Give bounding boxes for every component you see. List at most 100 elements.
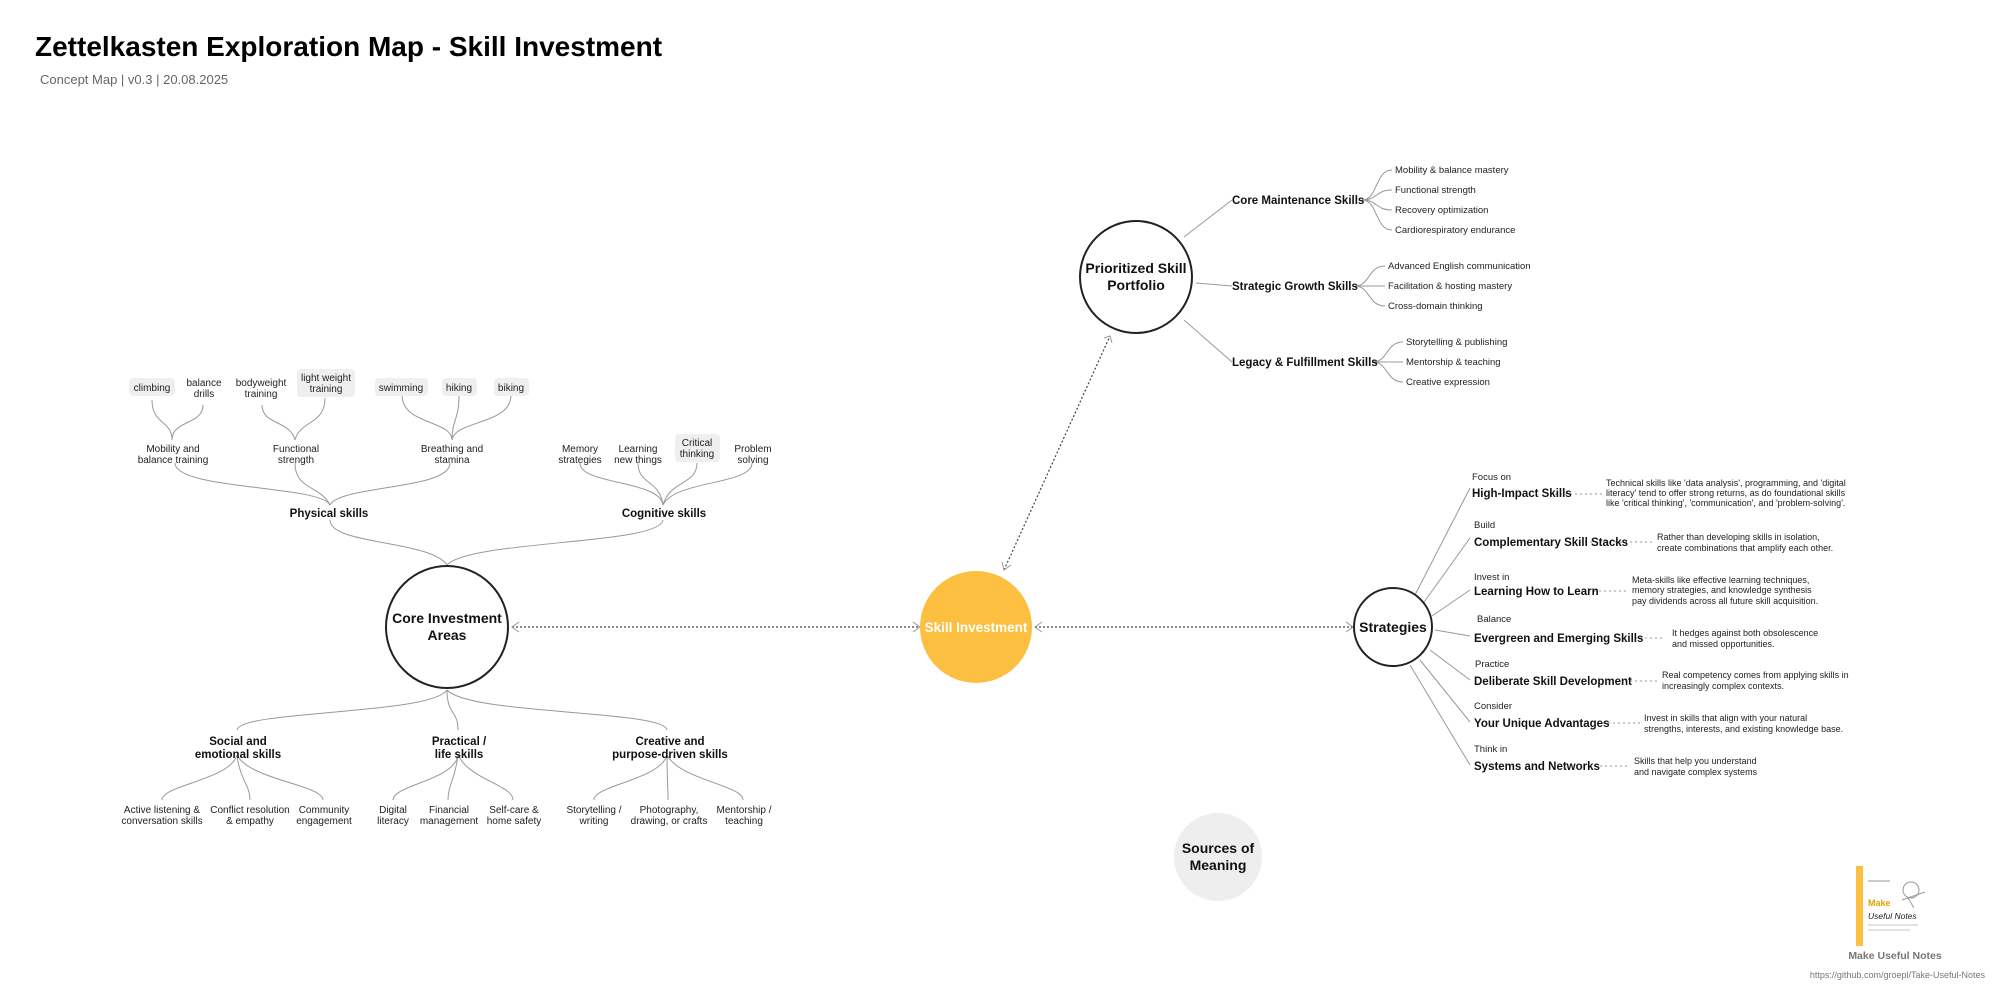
leaf-light-weight-2: training <box>310 384 343 395</box>
logo-sketch-icon <box>1901 891 1926 909</box>
leaf-biking-box <box>494 378 529 396</box>
legacy-fulfillment-label: Legacy & Fulfillment Skills <box>1232 357 1378 369</box>
logo-accent-bar <box>1856 866 1863 946</box>
skill-investment-node[interactable] <box>920 571 1032 683</box>
leaf-balance-drills-1: balance <box>186 378 221 389</box>
strategy-prefix: Build <box>1474 520 1495 531</box>
strategy-prefix: Consider <box>1474 701 1512 712</box>
strategy-desc: literacy' tend to offer strong returns, … <box>1606 488 1846 498</box>
leaf-memory-1: Memory <box>562 444 598 455</box>
logo-card <box>1864 866 1934 946</box>
strategy-title: Learning How to Learn <box>1474 586 1599 598</box>
leaf-balance-drills-2: drills <box>194 389 215 400</box>
leaf-digital-1: Digital <box>379 805 407 816</box>
portfolio-leaf: Recovery optimization <box>1395 205 1488 216</box>
strategy-desc: Technical skills like 'data analysis', p… <box>1606 478 1846 488</box>
leaf-swimming: swimming <box>379 383 423 394</box>
strategy-desc: Meta-skills like effective learning tech… <box>1632 575 1809 585</box>
portfolio-leaf: Storytelling & publishing <box>1406 337 1507 348</box>
leaf-active-listening-2: conversation skills <box>121 816 202 827</box>
strategy-title: Your Unique Advantages <box>1474 718 1609 730</box>
core-investment-node[interactable] <box>385 565 509 689</box>
leaf-photography-1: Photography, <box>640 805 699 816</box>
strategic-growth-label: Strategic Growth Skills <box>1232 281 1358 293</box>
mobility-balance-label-1: Mobility and <box>146 444 199 455</box>
leaf-hiking: hiking <box>446 383 472 394</box>
leaf-digital-2: literacy <box>377 816 409 827</box>
portfolio-leaf: Facilitation & hosting mastery <box>1388 281 1512 292</box>
cognitive-skills-label: Cognitive skills <box>622 508 706 520</box>
sources-of-meaning-node[interactable] <box>1174 813 1262 901</box>
page-subtitle: Concept Map | v0.3 | 20.08.2025 <box>40 72 228 87</box>
strategy-prefix: Focus on <box>1472 472 1511 483</box>
leaf-problem-2: solving <box>737 455 768 466</box>
leaf-active-listening-1: Active listening & <box>124 805 200 816</box>
leaf-financial-1: Financial <box>429 805 469 816</box>
strategy-title: Complementary Skill Stacks <box>1474 537 1628 549</box>
skill-investment-label: Skill Investment <box>925 620 1028 635</box>
strategy-desc: pay dividends across all future skill ac… <box>1632 596 1818 606</box>
leaf-climbing-box <box>129 378 175 396</box>
logo-divider <box>1868 880 1890 882</box>
footer-url[interactable]: https://github.com/groepl/Take-Useful-No… <box>1810 970 1986 980</box>
logo-text-1: Make <box>1868 898 1891 908</box>
social-label-1: Social and <box>209 736 267 748</box>
strategies-node[interactable] <box>1353 587 1433 667</box>
portfolio-leaf: Cross-domain thinking <box>1388 301 1483 312</box>
center-connectors <box>511 335 1354 633</box>
leaf-selfcare-1: Self-care & <box>489 805 539 816</box>
leaf-hiking-box <box>442 378 477 396</box>
core-investment-label-2: Areas <box>428 627 467 643</box>
leaf-climbing: climbing <box>134 383 171 394</box>
leaf-light-weight-box <box>297 369 355 397</box>
strategy-desc: memory strategies, and knowledge synthes… <box>1632 585 1812 595</box>
functional-strength-label-2: strength <box>278 455 314 466</box>
portfolio-branch: Prioritized Skill Portfolio Core Mainten… <box>1079 165 1531 388</box>
footer-logo[interactable]: Make Useful Notes <box>1856 866 1934 946</box>
leaf-storytelling-1: Storytelling / <box>566 805 621 816</box>
strategy-title: High-Impact Skills <box>1472 488 1572 500</box>
practical-label-1: Practical / <box>432 736 487 748</box>
strategy-desc: create combinations that amplify each ot… <box>1657 543 1833 553</box>
strategy-title: Systems and Networks <box>1474 761 1600 773</box>
strategy-prefix: Invest in <box>1474 572 1509 583</box>
logo-sketch-icon <box>1902 881 1920 899</box>
leaf-learning-1: Learning <box>619 444 658 455</box>
footer-label: Make Useful Notes <box>1848 950 1942 962</box>
leaf-mentorship-2: teaching <box>725 816 763 827</box>
portfolio-leaf: Mentorship & teaching <box>1406 357 1501 368</box>
page-title: Zettelkasten Exploration Map - Skill Inv… <box>35 31 662 62</box>
logo-divider <box>1868 924 1918 926</box>
breathing-stamina-label-1: Breathing and <box>421 444 483 455</box>
leaf-memory-2: strategies <box>558 455 601 466</box>
logo-divider <box>1868 929 1910 931</box>
strategy-desc: Rather than developing skills in isolati… <box>1657 532 1820 542</box>
strategy-desc: It hedges against both obsolescence <box>1672 628 1818 638</box>
core-investment-branch: Core Investment Areas Physical skills Co… <box>121 369 772 827</box>
functional-strength-label-1: Functional <box>273 444 319 455</box>
strategy-desc: and missed opportunities. <box>1672 639 1775 649</box>
portfolio-leaf: Mobility & balance mastery <box>1395 165 1509 176</box>
leaf-bodyweight-1: bodyweight <box>236 378 287 389</box>
strategy-prefix: Practice <box>1475 659 1509 670</box>
portfolio-node[interactable] <box>1079 220 1193 334</box>
creative-label-2: purpose-driven skills <box>612 749 728 761</box>
leaf-selfcare-2: home safety <box>487 816 541 827</box>
logo-text-2: Useful Notes <box>1868 911 1917 921</box>
leaf-conflict-2: & empathy <box>226 816 274 827</box>
strategy-desc: Skills that help you understand <box>1634 756 1757 766</box>
leaf-light-weight-1: light weight <box>301 373 351 384</box>
strategy-desc: and navigate complex systems <box>1634 767 1758 777</box>
portfolio-leaf: Functional strength <box>1395 185 1476 196</box>
strategy-prefix: Think in <box>1474 744 1507 755</box>
portfolio-label-1: Prioritized Skill <box>1085 260 1186 276</box>
strategy-title: Evergreen and Emerging Skills <box>1474 633 1643 645</box>
strategy-desc: strengths, interests, and existing knowl… <box>1644 724 1843 734</box>
leaf-swimming-box <box>375 378 428 396</box>
leaf-community-1: Community <box>299 805 350 816</box>
breathing-stamina-label-2: stamina <box>434 455 469 466</box>
portfolio-leaf: Creative expression <box>1406 377 1490 388</box>
leaf-conflict-1: Conflict resolution <box>210 805 289 816</box>
strategies-label: Strategies <box>1359 619 1427 635</box>
